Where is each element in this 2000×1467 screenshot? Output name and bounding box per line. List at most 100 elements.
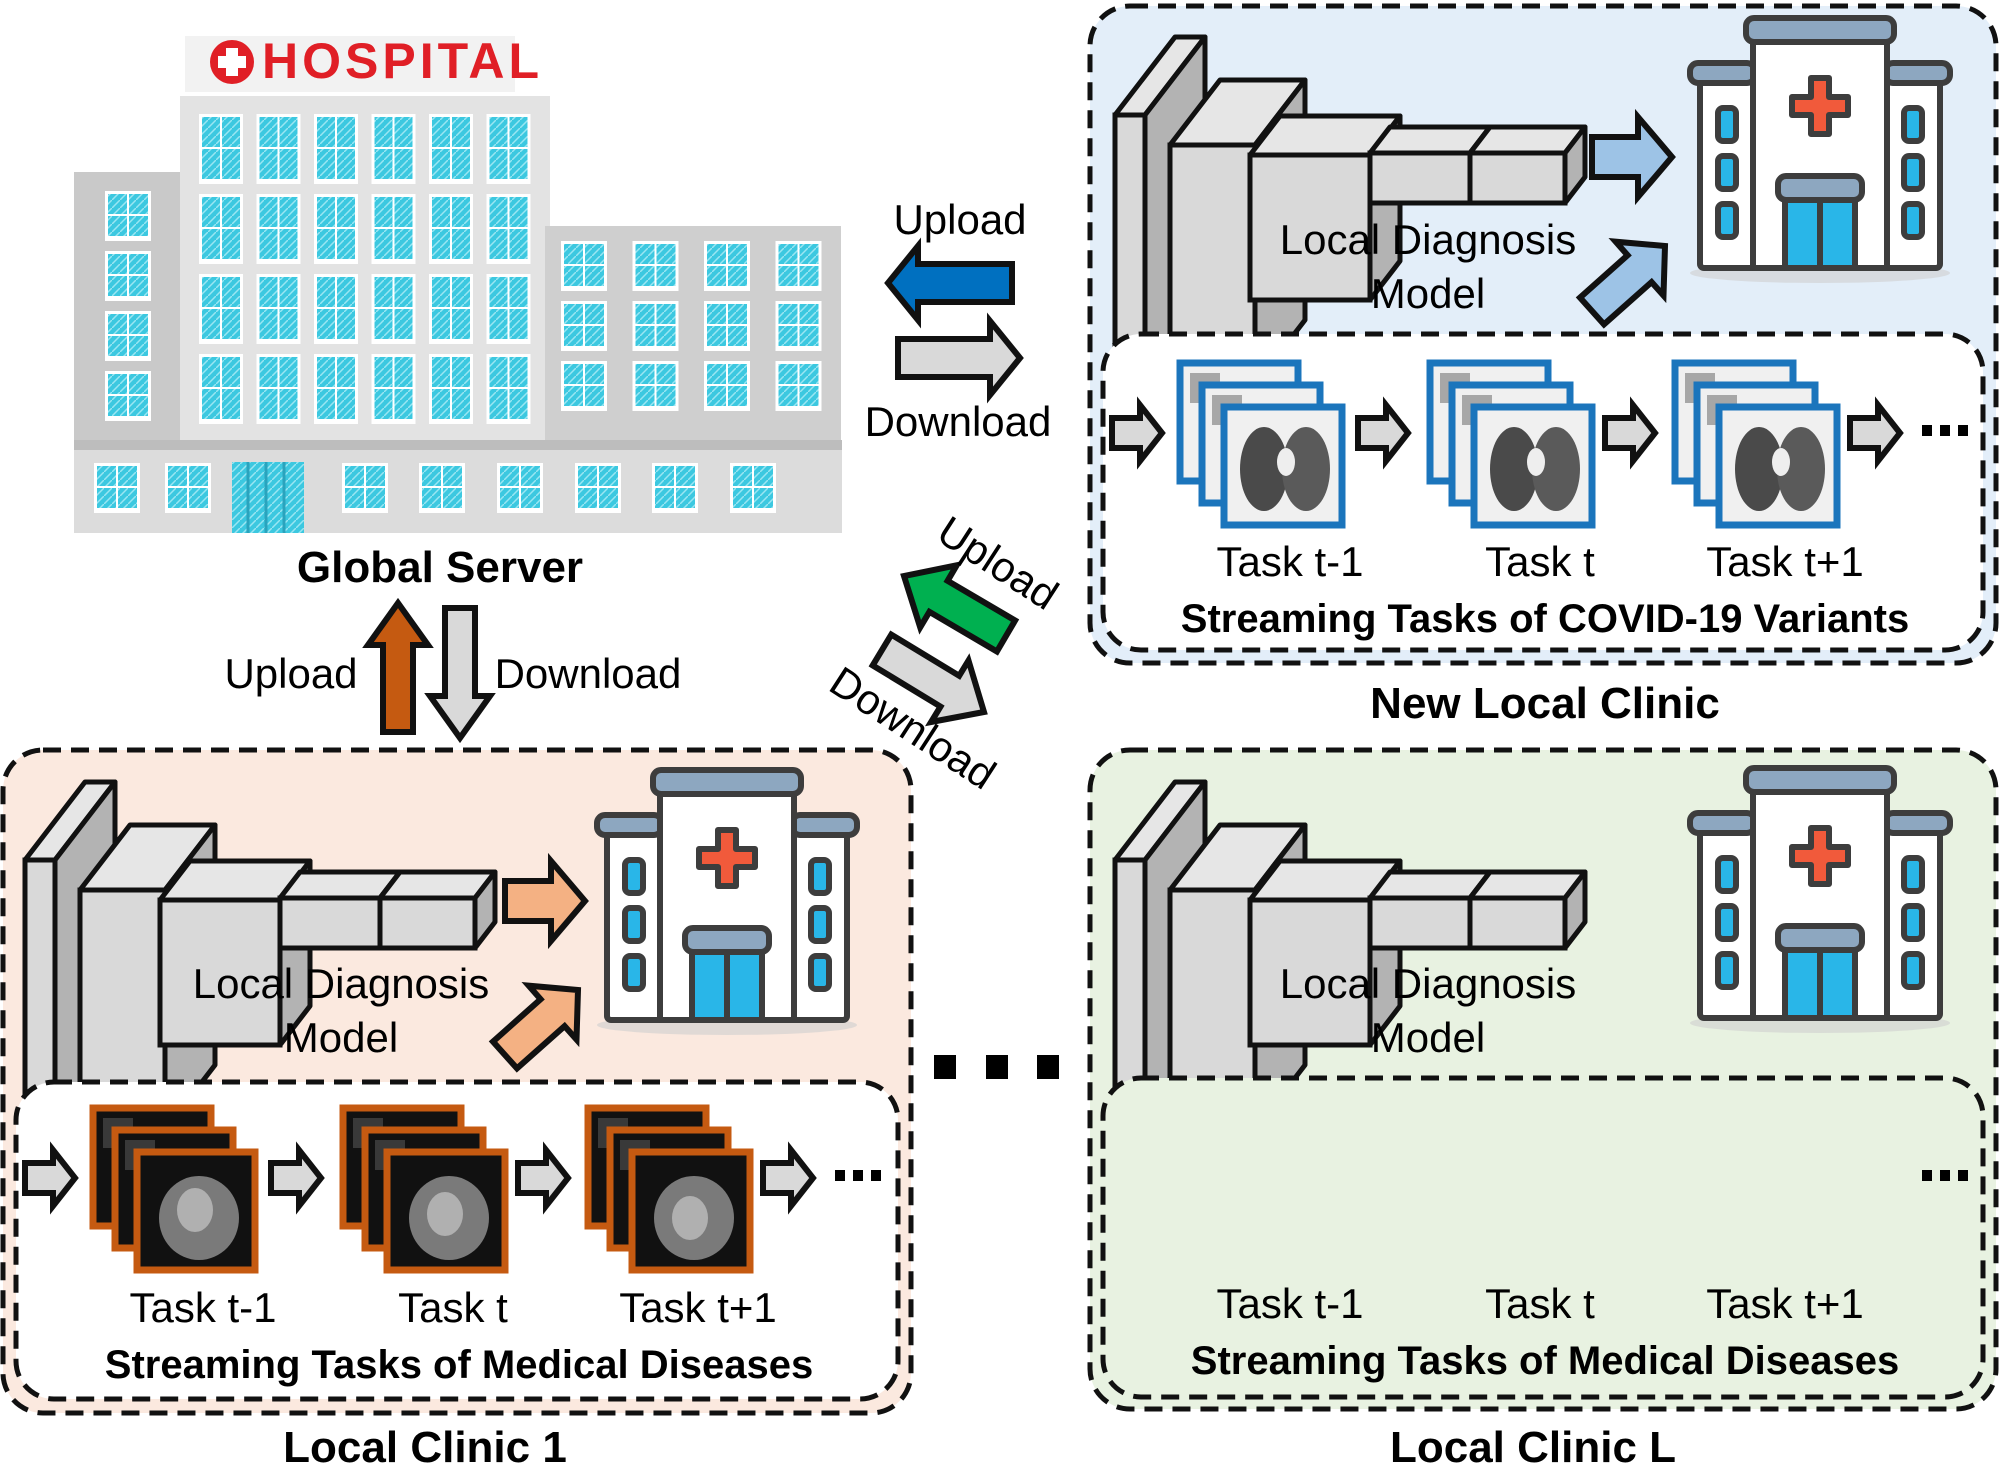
global-server-building bbox=[74, 36, 842, 533]
layer-front-face bbox=[377, 895, 478, 951]
ellipsis-dot bbox=[1958, 425, 1968, 436]
scan-image bbox=[133, 1148, 259, 1274]
layer-front-face bbox=[1367, 895, 1473, 951]
global-server-label: Global Server bbox=[297, 543, 583, 592]
layer-front-face bbox=[1467, 895, 1568, 951]
upload-arrow-icon bbox=[900, 561, 1020, 656]
layer-front-face bbox=[1247, 152, 1373, 303]
separator-dot bbox=[1037, 1055, 1059, 1079]
task-label: Task t+1 bbox=[1706, 1280, 1864, 1327]
clinic-hospital-icon bbox=[1687, 15, 1953, 283]
task-scan-stack bbox=[1176, 359, 1346, 529]
task-scan-stack bbox=[89, 1104, 259, 1274]
cross-icon bbox=[218, 56, 246, 68]
hospital-sign-text: HOSPITAL bbox=[262, 33, 543, 89]
scan-image bbox=[1715, 403, 1841, 529]
separator-dot bbox=[934, 1055, 956, 1079]
clinic-hospital-icon bbox=[594, 767, 860, 1035]
scan-image bbox=[383, 1148, 509, 1274]
stream-arrow-icon bbox=[760, 1141, 817, 1215]
ellipsis-dot bbox=[1922, 1170, 1932, 1181]
layer-front-face bbox=[277, 895, 383, 951]
ellipsis-dot bbox=[871, 1170, 881, 1181]
clinic-roof-right bbox=[1882, 810, 1953, 836]
stream-caption: Streaming Tasks of Medical Diseases bbox=[105, 1343, 813, 1387]
download-arrow-icon bbox=[895, 312, 1024, 404]
clinic-door-canopy bbox=[682, 925, 772, 955]
clinic-hospital-icon bbox=[1687, 765, 1953, 1033]
clinic-window bbox=[808, 857, 832, 896]
clinic-window bbox=[1901, 903, 1925, 942]
model-to-clinic-arrow-icon bbox=[502, 852, 589, 950]
task-scan-stack bbox=[339, 1104, 509, 1274]
task-label: Task t-1 bbox=[129, 1284, 276, 1331]
model-label-line1: Local Diagnosis bbox=[1280, 960, 1577, 1007]
task-label: Task t-1 bbox=[1216, 538, 1363, 585]
ellipsis-dot bbox=[1922, 425, 1932, 436]
scan-lung-right bbox=[1532, 427, 1580, 511]
door-icon bbox=[232, 462, 304, 533]
top-link-arrows bbox=[884, 237, 1024, 404]
model-label-line2: Model bbox=[1371, 270, 1485, 317]
medical-cross-icon bbox=[696, 827, 758, 889]
clinic-window bbox=[622, 905, 646, 944]
scan-heart bbox=[1277, 448, 1295, 476]
download-arrow-icon bbox=[868, 630, 988, 727]
download-arrow-icon bbox=[424, 605, 496, 744]
clinic-title: Local Clinic 1 bbox=[283, 1423, 567, 1467]
data-to-clinic-arrow-icon bbox=[1575, 238, 1669, 329]
clinic-roof-right bbox=[1882, 60, 1953, 86]
clinic-window bbox=[1715, 855, 1739, 894]
clinic-roof-top bbox=[1743, 15, 1897, 45]
scan-organ-detail bbox=[672, 1196, 708, 1240]
top-download-label: Download bbox=[865, 398, 1052, 445]
model-label-line1: Local Diagnosis bbox=[193, 960, 490, 1007]
stream-caption: Streaming Tasks of COVID-19 Variants bbox=[1181, 597, 1909, 641]
task-label: Task t bbox=[1485, 1280, 1595, 1327]
upload-arrow-icon bbox=[362, 597, 434, 735]
clinic-window bbox=[1715, 105, 1739, 144]
separator-dot bbox=[986, 1055, 1008, 1079]
scan-image bbox=[1470, 403, 1596, 529]
stream-arrow-icon bbox=[515, 1141, 572, 1215]
clinic-window bbox=[1715, 153, 1739, 192]
clinic-window bbox=[622, 857, 646, 896]
task-label: Task t bbox=[398, 1284, 508, 1331]
scan-heart bbox=[1527, 448, 1545, 476]
clinic-title: Local Clinic L bbox=[1390, 1423, 1676, 1467]
medical-cross-icon bbox=[1789, 825, 1851, 887]
scan-lung-left bbox=[1735, 427, 1783, 511]
clinic-window bbox=[1901, 105, 1925, 144]
model-label-line2: Model bbox=[284, 1014, 398, 1061]
scan-image bbox=[1220, 403, 1346, 529]
layer-front-face bbox=[1367, 150, 1473, 206]
clinic-window bbox=[1901, 201, 1925, 240]
clinic-roof-right bbox=[789, 812, 860, 838]
conv-layer-3 bbox=[1247, 858, 1403, 1048]
stream-arrow-icon bbox=[268, 1141, 325, 1215]
data-to-clinic-arrow-icon bbox=[488, 982, 582, 1073]
task-label: Task t bbox=[1485, 538, 1595, 585]
scan-organ-detail bbox=[177, 1188, 213, 1232]
layer-front-face bbox=[1467, 150, 1568, 206]
scan-organ-detail bbox=[427, 1192, 463, 1236]
clinics-separator-dots bbox=[934, 1055, 1059, 1079]
fc-layer-2 bbox=[1467, 124, 1588, 206]
clinic-door-canopy bbox=[1775, 923, 1865, 953]
task-scan-stack bbox=[584, 1104, 754, 1274]
model-label-line2: Model bbox=[1371, 1014, 1485, 1061]
ellipsis-dot bbox=[1940, 1170, 1950, 1181]
task-scan-stack bbox=[1426, 359, 1596, 529]
layer-front-face bbox=[1247, 897, 1373, 1048]
task-label: Task t+1 bbox=[1706, 538, 1864, 585]
model-to-clinic-arrow-icon bbox=[1589, 108, 1676, 206]
upload-arrow-icon bbox=[884, 237, 1015, 329]
vertical-download-label: Download bbox=[495, 650, 682, 697]
task-scan-stack bbox=[1671, 359, 1841, 529]
scan-lung-left bbox=[1240, 427, 1288, 511]
stream-arrow-icon bbox=[1109, 396, 1166, 470]
